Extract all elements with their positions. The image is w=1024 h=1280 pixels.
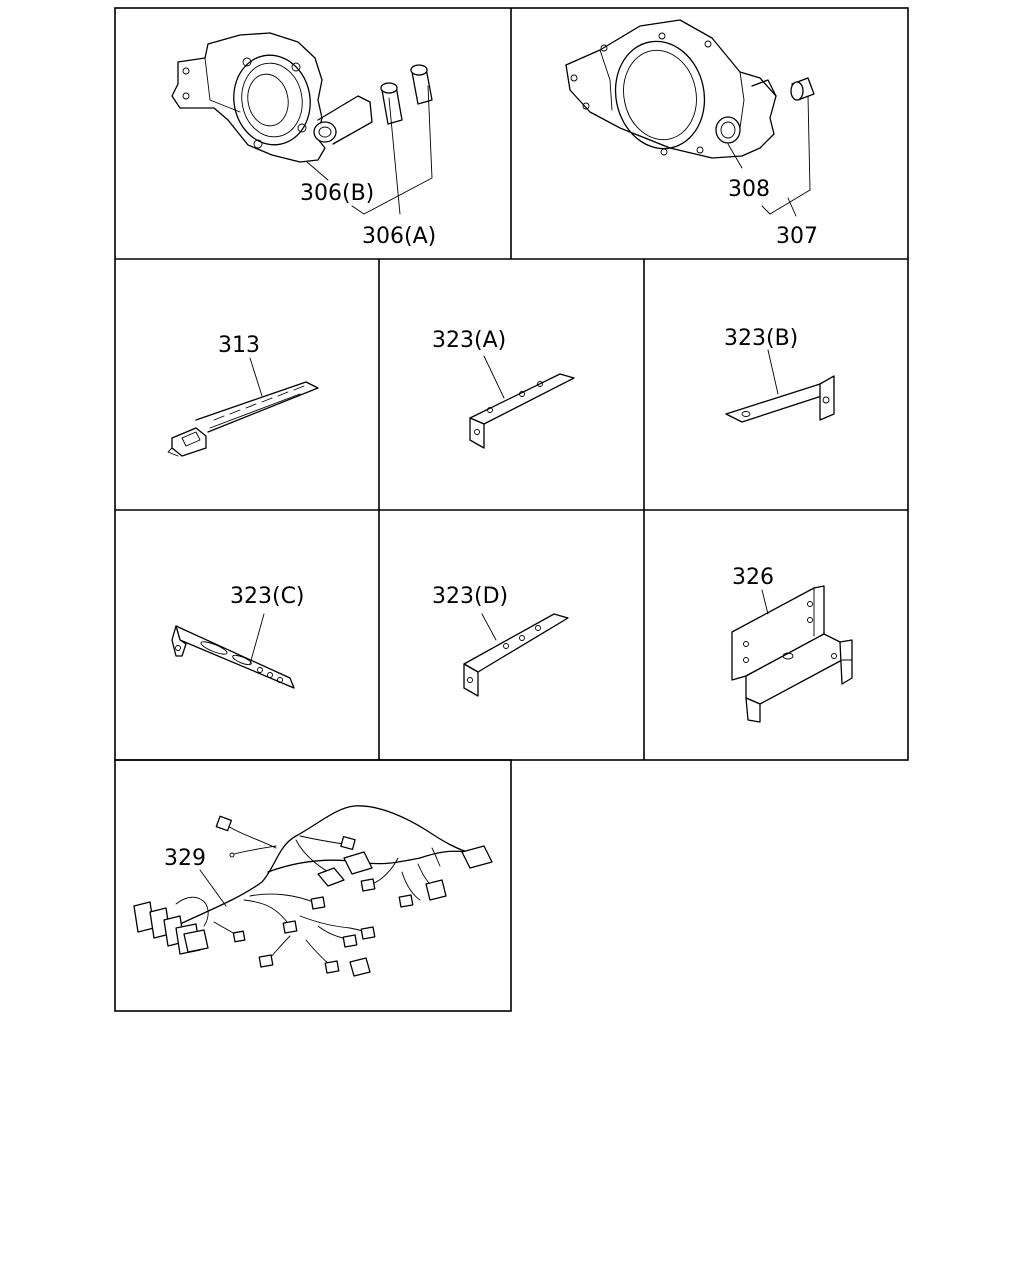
callout-329: 329: [164, 846, 206, 871]
bracket-323a-drawing: [469, 373, 575, 449]
leader-line: [761, 589, 769, 615]
cell-housing-306: 306(B) 306(A): [171, 32, 436, 249]
cell-bracket-326: 326: [731, 565, 853, 723]
housing-308-drawing: [565, 19, 777, 159]
bracket-326-drawing: [731, 585, 853, 723]
bracket-323c-drawing: [171, 625, 295, 689]
callout-323c: 323(C): [230, 584, 305, 609]
cell-housing-308: 308 307: [565, 19, 818, 249]
bushing-306a-drawing: [380, 64, 433, 125]
callout-326: 326: [732, 565, 774, 590]
leader-lines: [306, 85, 433, 215]
diagram-grid: [114, 7, 909, 1012]
cell-bracket-323d: 323(D): [432, 584, 569, 697]
bracket-323d-drawing: [463, 613, 569, 697]
callout-313: 313: [218, 333, 260, 358]
leader-line: [249, 357, 263, 397]
callout-323d: 323(D): [432, 584, 508, 609]
callout-306b: 306(B): [300, 181, 374, 206]
bracket-323b-drawing: [725, 375, 835, 423]
cable-tie-313-drawing: [167, 381, 319, 457]
cell-cable-tie-313: 313: [167, 333, 319, 457]
cell-bracket-323b: 323(B): [724, 326, 835, 423]
leader-line: [199, 869, 227, 907]
housing-306b-drawing: [171, 32, 373, 163]
leader-line: [481, 613, 497, 641]
callout-323b: 323(B): [724, 326, 798, 351]
seal-307-drawing: [790, 77, 815, 101]
cell-wire-harness-329: 329: [133, 805, 493, 977]
cell-bracket-323a: 323(A): [432, 328, 575, 449]
callout-308: 308: [728, 177, 770, 202]
leader-line: [767, 349, 779, 395]
cell-bracket-323c: 323(C): [171, 584, 305, 689]
leader-line: [249, 613, 265, 665]
wire-harness-329-drawing: [133, 805, 493, 977]
callout-323a: 323(A): [432, 328, 506, 353]
callout-306a: 306(A): [362, 224, 436, 249]
leader-line: [483, 355, 505, 399]
callout-307: 307: [776, 224, 818, 249]
leader-lines: [727, 95, 811, 217]
